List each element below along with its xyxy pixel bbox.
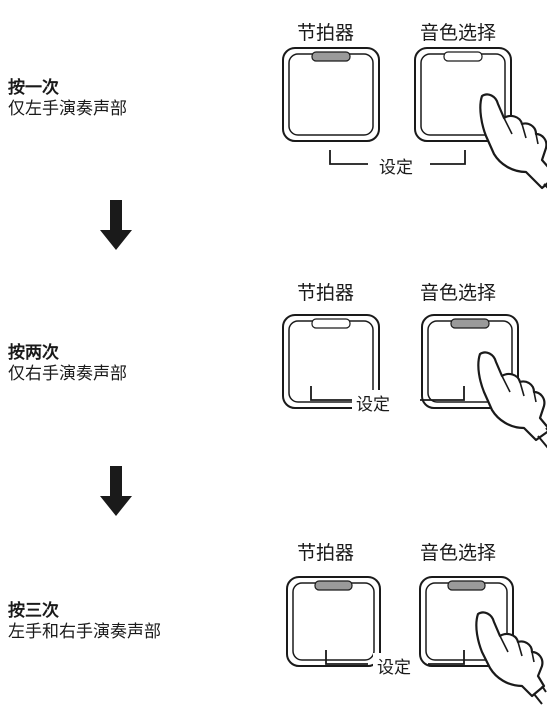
button-panel [286, 576, 547, 705]
metronome-led [311, 51, 351, 62]
metronome-button-label: 节拍器 [297, 22, 355, 44]
button-panel [282, 314, 547, 449]
arrow-down-icon [100, 200, 132, 250]
setting-bracket [329, 150, 466, 165]
step-3-description: 按三次 左手和右手演奏声部 [8, 601, 161, 643]
step-1-press-count: 按一次 [8, 78, 59, 98]
metronome-button[interactable] [282, 47, 380, 142]
metronome-led [314, 580, 353, 591]
pressing-hand-icon [475, 611, 547, 705]
pressing-hand-icon [479, 93, 547, 190]
setting-bracket [310, 386, 465, 401]
step-1-mode: 仅左手演奏声部 [8, 99, 127, 119]
pressing-hand-icon [477, 351, 547, 449]
step-2-description: 按两次 仅右手演奏声部 [8, 343, 127, 385]
metronome-button-label: 节拍器 [297, 282, 355, 304]
voice-select-button-label: 音色选择 [420, 282, 497, 304]
voice-select-button-label: 音色选择 [420, 542, 497, 564]
voice-select-led [450, 318, 490, 329]
voice-select-led [443, 51, 483, 62]
step-1-description: 按一次 仅左手演奏声部 [8, 78, 127, 120]
voice-select-button-label: 音色选择 [420, 22, 497, 44]
metronome-button[interactable] [282, 314, 380, 409]
step-3-press-count: 按三次 [8, 601, 59, 621]
button-panel [282, 47, 547, 190]
step-2-press-count: 按两次 [8, 343, 59, 363]
setting-label: 设定 [352, 390, 394, 415]
metronome-button[interactable] [286, 576, 381, 667]
setting-label: 设定 [373, 653, 415, 678]
step-2-mode: 仅右手演奏声部 [8, 364, 127, 384]
setting-bracket [325, 650, 465, 665]
voice-select-led [447, 580, 486, 591]
metronome-led [311, 318, 351, 329]
step-3-mode: 左手和右手演奏声部 [8, 622, 161, 642]
metronome-button-label: 节拍器 [297, 542, 355, 564]
arrow-down-icon [100, 466, 132, 516]
setting-label: 设定 [375, 153, 417, 178]
